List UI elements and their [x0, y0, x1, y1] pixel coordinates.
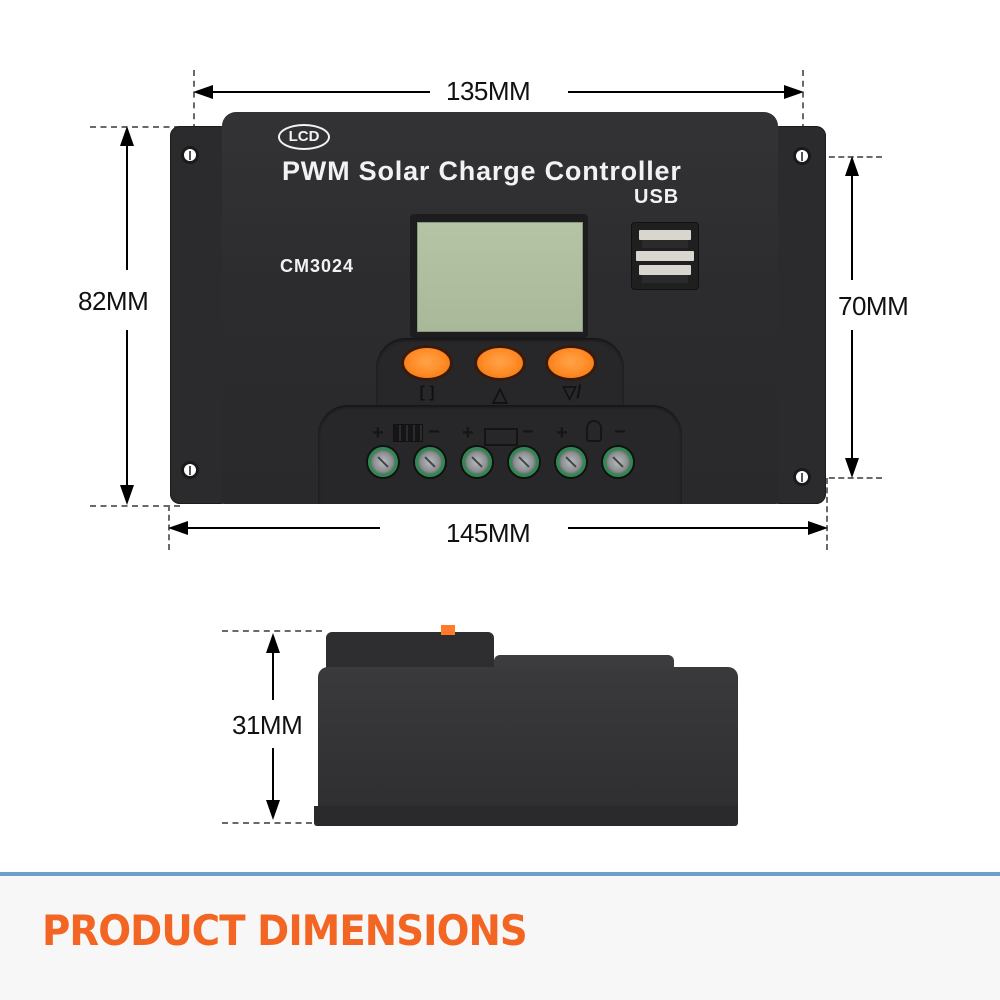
arrow-right-icon [808, 521, 828, 535]
product-title: PWM Solar Charge Controller [282, 156, 682, 186]
extension-line-right [802, 70, 804, 130]
mounting-hole-icon [181, 461, 199, 479]
mounting-hole-icon [793, 468, 811, 486]
usb-label: USB [634, 186, 680, 208]
terminal-load-positive[interactable] [556, 447, 586, 477]
dimension-label-depth: 31MM [226, 710, 309, 740]
menu-button[interactable] [404, 348, 450, 378]
dimension-line [126, 330, 128, 490]
warning-triangle-icon: △ [492, 384, 508, 406]
extension-line-bottom [810, 477, 882, 479]
extension-line-bottom [222, 822, 312, 824]
usb-pins [642, 240, 688, 248]
lcd-display [417, 222, 583, 332]
dimension-line [210, 91, 430, 93]
menu-bracket-icon: [ ] [419, 384, 435, 401]
solar-panel-icon [393, 424, 423, 442]
lamp-icon [586, 420, 602, 442]
dimension-line [568, 91, 786, 93]
dimension-label-right: 70MM [832, 291, 915, 321]
arrow-up-icon [120, 126, 134, 146]
terminal-battery-negative[interactable] [509, 447, 539, 477]
dimension-line [272, 748, 274, 806]
mounting-hole-icon [181, 146, 199, 164]
dimension-line [272, 645, 274, 700]
load-lamp-icon: ▽/ [562, 382, 582, 402]
dimension-line [851, 170, 853, 280]
arrow-left-icon [168, 521, 188, 535]
dimension-line [851, 330, 853, 465]
arrow-up-icon [266, 633, 280, 653]
dimension-label-left: 82MM [72, 286, 155, 316]
side-base [314, 806, 738, 826]
battery-icon [484, 428, 518, 446]
arrow-down-icon [120, 485, 134, 505]
arrow-right-icon [784, 85, 804, 99]
dimension-label-top: 135MM [440, 76, 537, 106]
extension-line-bottom [90, 505, 180, 507]
arrow-down-icon [266, 800, 280, 820]
footer-divider [0, 872, 1000, 876]
footer-panel [0, 876, 1000, 1000]
side-top-ridge [494, 655, 674, 667]
warning-button[interactable] [477, 348, 523, 378]
extension-line-left [193, 70, 195, 130]
mounting-flange-left [170, 126, 230, 504]
dimension-label-bottom: 145MM [440, 518, 537, 548]
dimension-line [185, 527, 380, 529]
usb-port-2[interactable] [639, 265, 691, 275]
terminal-load-negative[interactable] [603, 447, 633, 477]
terminal-solar-negative[interactable] [415, 447, 445, 477]
extension-line-top [222, 630, 322, 632]
battery-minus-label: − [522, 421, 534, 443]
usb-pins [642, 275, 688, 283]
arrow-left-icon [193, 85, 213, 99]
usb-ports[interactable] [631, 222, 699, 290]
load-minus-label: − [614, 421, 626, 443]
mounting-flange-right [770, 126, 826, 504]
side-button-housing [326, 632, 494, 670]
terminal-solar-positive[interactable] [368, 447, 398, 477]
extension-line-right [826, 478, 828, 550]
load-button[interactable] [548, 348, 594, 378]
solar-plus-label: + [372, 422, 384, 444]
footer-heading: PRODUCT DIMENSIONS [42, 906, 528, 955]
usb-port-1[interactable] [639, 230, 691, 240]
solar-minus-label: − [428, 421, 440, 443]
lcd-badge: LCD [278, 124, 330, 150]
dimension-line [126, 140, 128, 270]
usb-divider [636, 251, 694, 261]
load-plus-label: + [556, 422, 568, 444]
dimension-line [568, 527, 810, 529]
model-number: CM3024 [280, 256, 355, 276]
arrow-up-icon [845, 156, 859, 176]
extension-line-top [90, 126, 180, 128]
terminal-battery-positive[interactable] [462, 447, 492, 477]
side-button-tip [441, 625, 455, 635]
side-body [318, 667, 738, 807]
mounting-hole-icon [793, 147, 811, 165]
arrow-down-icon [845, 458, 859, 478]
battery-plus-label: + [462, 422, 474, 444]
